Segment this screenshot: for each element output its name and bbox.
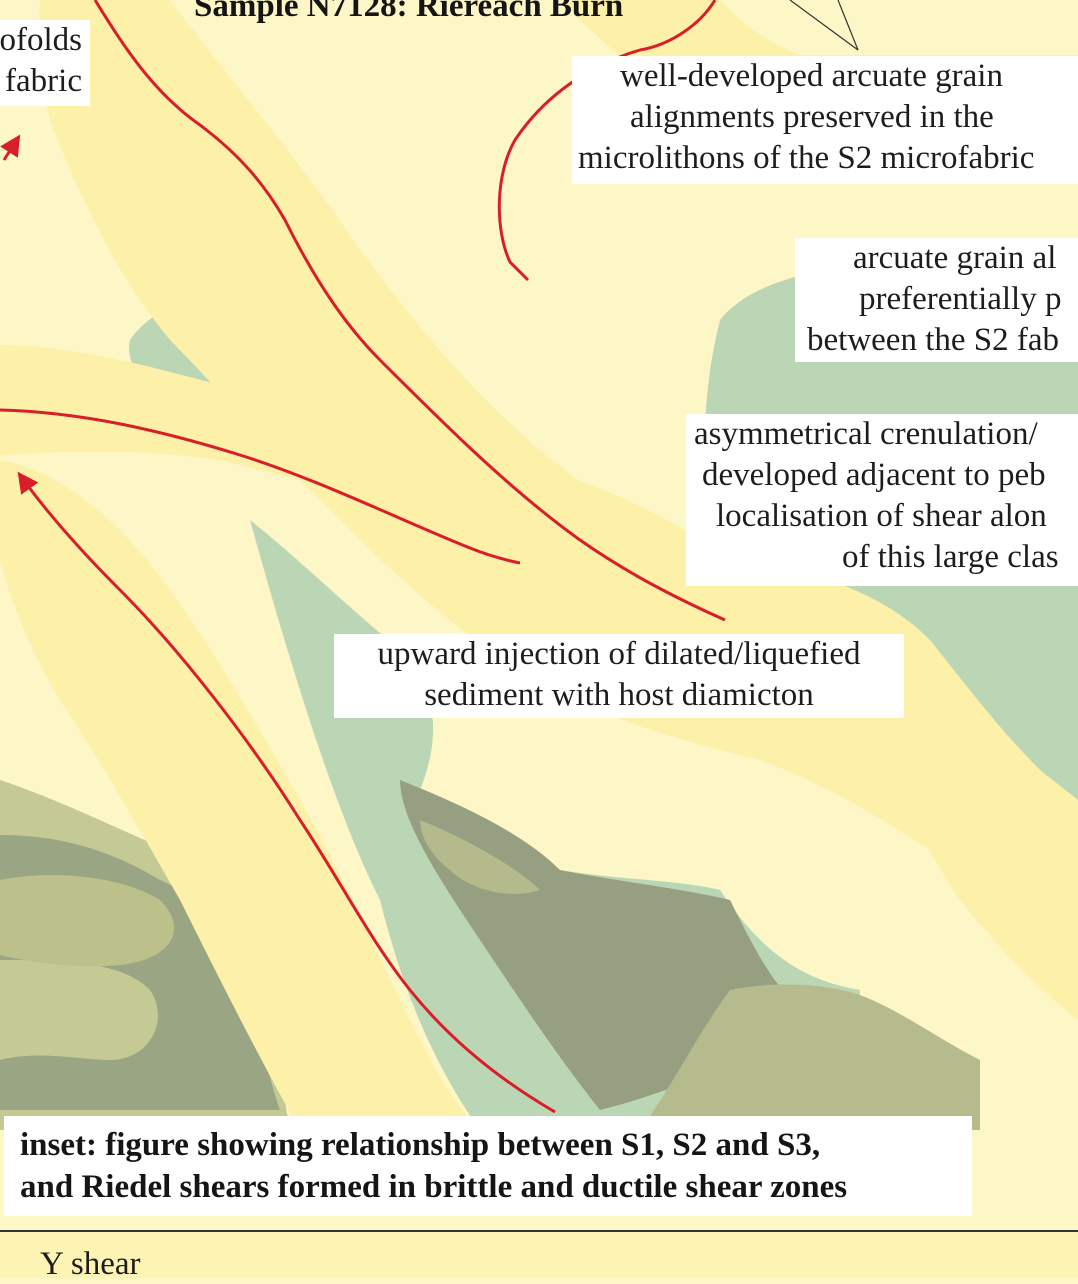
- label-injection-line: sediment with host diamicton: [334, 675, 904, 716]
- label-injection: upward injection of dilated/liquefied se…: [334, 634, 904, 718]
- inset-panel-strip: [0, 1230, 1078, 1278]
- inset-caption-line-1: inset: figure showing relationship betwe…: [4, 1124, 972, 1166]
- label-arcuate-alignments-line: microlithons of the S2 microfabric: [572, 138, 1078, 179]
- label-arcuate-preferential-line: preferentially p: [795, 279, 1078, 320]
- label-arcuate-preferential-line: arcuate grain al: [795, 238, 1078, 279]
- y-shear-label: Y shear: [40, 1244, 140, 1284]
- label-crenulation-line: asymmetrical crenulation/: [686, 414, 1078, 455]
- label-crenulation-line: developed adjacent to peb: [686, 455, 1078, 496]
- label-microfolds-line: fabric: [0, 61, 90, 102]
- label-injection-line: upward injection of dilated/liquefied: [334, 634, 904, 675]
- sample-title: Sample N7128: Riereach Burn: [194, 0, 623, 26]
- label-arcuate-alignments-line: well-developed arcuate grain: [572, 56, 1078, 97]
- label-crenulation-line: localisation of shear alon: [686, 496, 1078, 537]
- label-arcuate-preferential-line: between the S2 fab: [795, 320, 1078, 361]
- label-crenulation: asymmetrical crenulation/ developed adja…: [686, 414, 1078, 586]
- label-microfolds: ofolds fabric: [0, 20, 90, 106]
- inset-caption-line-2: and Riedel shears formed in brittle and …: [4, 1166, 972, 1208]
- label-arcuate-alignments-line: alignments preserved in the: [572, 97, 1078, 138]
- inset-caption: inset: figure showing relationship betwe…: [4, 1116, 972, 1216]
- label-arcuate-preferential: arcuate grain al preferentially p betwee…: [795, 238, 1078, 362]
- label-crenulation-line: of this large clas: [686, 537, 1078, 578]
- label-microfolds-line: ofolds: [0, 20, 90, 61]
- label-arcuate-alignments: well-developed arcuate grain alignments …: [572, 56, 1078, 184]
